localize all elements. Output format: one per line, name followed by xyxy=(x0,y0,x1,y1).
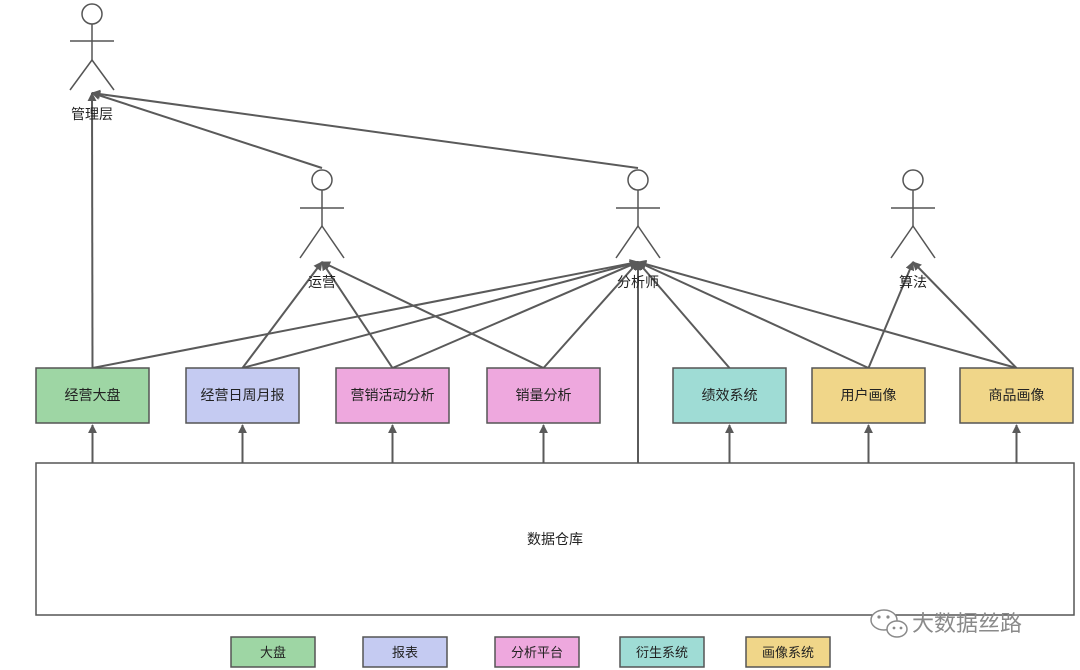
legend-label: 画像系统 xyxy=(762,646,814,661)
system-label: 销量分析 xyxy=(516,388,572,404)
legend: 大盘 报表 分析平台 衍生系统 画像系统 xyxy=(230,636,831,668)
legend-item-fenxi: 分析平台 xyxy=(494,636,580,668)
edge-marketing-to-analyst xyxy=(392,261,639,369)
wechat-icon xyxy=(870,609,908,638)
legend-item-dapan: 大盘 xyxy=(230,636,316,668)
edge-product-to-algo xyxy=(912,261,1018,369)
system-box-marketing[interactable]: 营销活动分析 xyxy=(335,367,450,424)
system-box-sales[interactable]: 销量分析 xyxy=(486,367,601,424)
system-label: 经营日周月报 xyxy=(201,388,285,404)
edge-product-to-analyst xyxy=(637,259,1017,369)
actor-label: 分析师 xyxy=(617,275,659,291)
system-label: 用户画像 xyxy=(841,387,897,404)
edge-report-to-analyst xyxy=(242,259,639,369)
system-box-user[interactable]: 用户画像 xyxy=(811,367,926,424)
actor-label: 算法 xyxy=(899,275,927,291)
edge-analyst-to-mgmt xyxy=(91,89,639,169)
system-box-product[interactable]: 商品画像 xyxy=(959,367,1074,424)
data-warehouse[interactable]: 数据仓库 xyxy=(35,462,1075,616)
system-box-dapan[interactable]: 经营大盘 xyxy=(35,367,150,424)
system-label: 商品画像 xyxy=(989,388,1045,404)
system-box-perf[interactable]: 绩效系统 xyxy=(672,367,787,424)
edge-ops-to-mgmt xyxy=(91,91,323,169)
actor-label: 管理层 xyxy=(71,107,113,123)
actor-analyst[interactable]: 分析师 xyxy=(615,169,661,291)
system-label: 经营大盘 xyxy=(65,387,121,404)
edge-marketing-to-ops xyxy=(321,261,394,369)
legend-item-baobiao: 报表 xyxy=(362,636,448,668)
system-box-report[interactable]: 经营日周月报 xyxy=(185,367,300,424)
edge-sales-to-analyst xyxy=(542,261,639,369)
edge-dapan-to-analyst xyxy=(92,259,639,369)
legend-label: 分析平台 xyxy=(511,646,563,661)
edge-report-to-ops xyxy=(241,261,323,369)
person-icon xyxy=(299,169,345,259)
system-label: 绩效系统 xyxy=(702,388,758,404)
person-icon xyxy=(69,3,115,91)
system-label: 营销活动分析 xyxy=(351,388,435,404)
edge-user-to-algo xyxy=(867,261,915,369)
person-icon xyxy=(615,169,661,259)
actor-algo[interactable]: 算法 xyxy=(890,169,936,291)
legend-label: 衍生系统 xyxy=(636,646,688,661)
watermark-text: 大数据丝路 xyxy=(912,612,1022,637)
legend-item-huaxiang: 画像系统 xyxy=(745,636,831,668)
edge-dapan-to-mgmt xyxy=(87,92,97,369)
edge-user-to-analyst xyxy=(637,261,869,369)
warehouse-label: 数据仓库 xyxy=(527,532,583,548)
legend-label: 报表 xyxy=(392,646,418,661)
actor-ops[interactable]: 运营 xyxy=(299,169,345,291)
edge-sales-to-ops xyxy=(321,261,544,369)
legend-label: 大盘 xyxy=(260,645,286,661)
edges xyxy=(87,89,1021,463)
legend-item-yansheng: 衍生系统 xyxy=(619,636,705,668)
edge-perf-to-analyst xyxy=(637,261,731,369)
actor-label: 运营 xyxy=(308,275,336,291)
person-icon xyxy=(890,169,936,259)
watermark: 大数据丝路 xyxy=(870,609,1022,638)
actor-mgmt[interactable]: 管理层 xyxy=(69,3,115,123)
